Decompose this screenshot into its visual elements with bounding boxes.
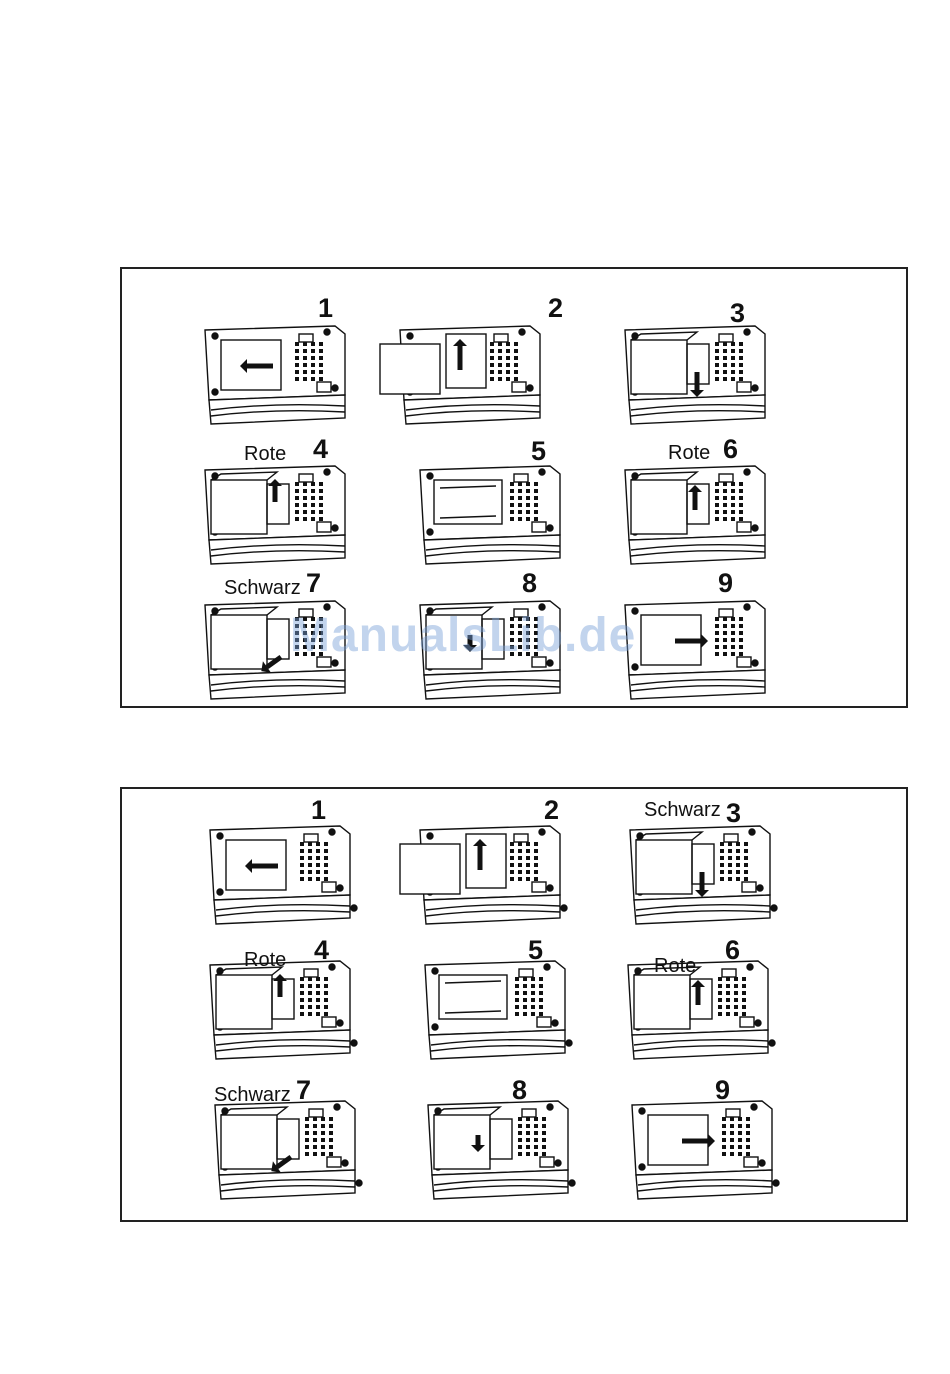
ups-unit-drawing [428, 1101, 575, 1199]
panel-1-step-7-wire-label: Schwarz [224, 578, 301, 598]
ups-unit-illustration [615, 575, 785, 705]
ups-unit-illustration [415, 935, 585, 1065]
panel-1-step-4-wire-label: Rote [244, 444, 286, 464]
panel-1-step-number-3: 3 [730, 300, 745, 327]
ups-unit-drawing [625, 326, 765, 424]
panel-1-step-number-1: 1 [318, 295, 333, 322]
panel-2-step-number-6: 6 [725, 937, 740, 964]
ups-unit-drawing [380, 326, 540, 424]
ups-unit-drawing [628, 961, 775, 1059]
ups-unit-drawing [205, 466, 345, 564]
panel-1-step-number-6: 6 [723, 436, 738, 463]
panel-2-step-8-illustration [418, 1075, 588, 1205]
panel-1-step-6-wire-label: Rote [668, 443, 710, 463]
ups-unit-illustration [418, 1075, 588, 1205]
panel-2-step-5-illustration [415, 935, 585, 1065]
panel-2-step-1-illustration [200, 800, 370, 930]
panel-2-step-6-illustration [618, 935, 788, 1065]
panel-1-step-number-9: 9 [718, 570, 733, 597]
panel-1-step-2-illustration [390, 300, 560, 430]
ups-unit-drawing [420, 466, 560, 564]
panel-2-step-number-7: 7 [296, 1077, 311, 1104]
panel-1-step-1-illustration [195, 300, 365, 430]
panel-2-step-6-wire-label: Rote [654, 956, 696, 976]
panel-1-step-5-illustration [410, 440, 580, 570]
ups-unit-drawing [400, 826, 567, 924]
ups-unit-illustration [622, 1075, 792, 1205]
panel-2-step-7-wire-label: Schwarz [214, 1085, 291, 1105]
ups-unit-illustration [618, 935, 788, 1065]
ups-unit-drawing [625, 601, 765, 699]
panel-1-step-number-5: 5 [531, 438, 546, 465]
ups-unit-drawing [210, 826, 357, 924]
ups-unit-illustration [410, 440, 580, 570]
panel-1-step-number-2: 2 [548, 295, 563, 322]
panel-1-step-number-8: 8 [522, 570, 537, 597]
ups-unit-illustration [195, 300, 365, 430]
panel-2-step-number-2: 2 [544, 797, 559, 824]
ups-unit-illustration [200, 800, 370, 930]
panel-2-step-number-9: 9 [715, 1077, 730, 1104]
panel-2-step-3-wire-label: Schwarz [644, 800, 721, 820]
panel-2-step-4-wire-label: Rote [244, 950, 286, 970]
panel-1-step-number-7: 7 [306, 570, 321, 597]
panel-1-step-9-illustration [615, 575, 785, 705]
ups-unit-drawing [425, 961, 572, 1059]
panel-2-step-number-3: 3 [726, 800, 741, 827]
panel-2-step-number-4: 4 [314, 937, 329, 964]
panel-2-step-9-illustration [622, 1075, 792, 1205]
ups-unit-illustration [390, 300, 560, 430]
ups-unit-drawing [205, 326, 345, 424]
panel-1-step-number-4: 4 [313, 436, 328, 463]
ups-unit-drawing [625, 466, 765, 564]
ups-unit-drawing [632, 1101, 779, 1199]
watermark: ManualsLib.de [290, 608, 636, 663]
ups-unit-drawing [210, 961, 357, 1059]
ups-unit-illustration [615, 300, 785, 430]
panel-2-step-number-8: 8 [512, 1077, 527, 1104]
ups-unit-drawing [215, 1101, 362, 1199]
ups-unit-drawing [630, 826, 777, 924]
panel-1-step-3-illustration [615, 300, 785, 430]
panel-2-step-number-5: 5 [528, 937, 543, 964]
panel-2-step-number-1: 1 [311, 797, 326, 824]
